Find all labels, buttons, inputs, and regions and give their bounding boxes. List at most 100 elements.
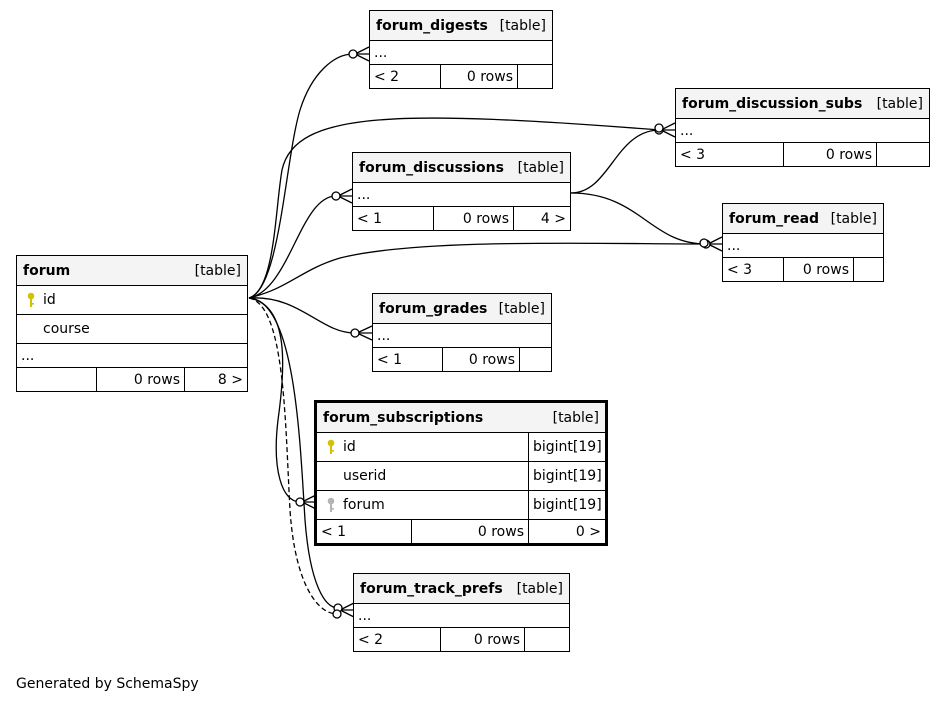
- more-indicator: ...: [357, 186, 371, 203]
- table-header: forum_grades [table]: [373, 294, 551, 323]
- column-type: bigint[19]: [528, 462, 605, 490]
- edge-forum-discussion-subs: [248, 117, 661, 299]
- table-stats: < 1 0 rows: [373, 347, 551, 371]
- table-stats: < 1 0 rows 4 >: [353, 206, 570, 230]
- column-name: forum: [343, 497, 385, 513]
- table-forum-grades[interactable]: forum_grades [table] ... < 1 0 rows: [372, 293, 552, 372]
- edge-forum-digests: [248, 53, 354, 299]
- table-type: [table]: [552, 409, 599, 426]
- table-name[interactable]: forum_grades: [379, 300, 488, 317]
- table-type: [table]: [499, 17, 546, 34]
- table-forum[interactable]: forum [table] id course ... 0 rows 8 >: [16, 255, 248, 392]
- row-count: 0 rows: [440, 65, 517, 88]
- table-name[interactable]: forum_read: [729, 210, 820, 227]
- more-columns: ...: [676, 118, 929, 142]
- table-header: forum_track_prefs [table]: [354, 574, 569, 603]
- table-name[interactable]: forum_digests: [376, 17, 488, 34]
- more-indicator: ...: [374, 44, 388, 61]
- parents-count[interactable]: < 3: [727, 261, 753, 278]
- row-count: 0 rows: [433, 207, 513, 230]
- children-count[interactable]: [519, 348, 551, 371]
- more-columns: ...: [370, 40, 552, 64]
- parents-count[interactable]: < 2: [358, 631, 384, 648]
- table-type: [table]: [194, 262, 241, 279]
- edge-forum-read: [248, 242, 707, 299]
- edge-discussions-discussion-subs: [570, 129, 661, 194]
- table-stats: < 3 0 rows: [676, 142, 929, 166]
- parents-count[interactable]: < 1: [357, 210, 383, 227]
- table-header: forum [table]: [17, 256, 247, 285]
- table-type: [table]: [876, 95, 923, 112]
- column-row[interactable]: course: [17, 314, 247, 343]
- more-columns: ...: [354, 603, 569, 627]
- column-name: id: [43, 292, 56, 308]
- children-count[interactable]: [853, 258, 883, 281]
- children-count[interactable]: 4 >: [513, 207, 570, 230]
- table-header: forum_discussion_subs [table]: [676, 89, 929, 118]
- row-count: 0 rows: [96, 368, 184, 391]
- table-stats: < 2 0 rows: [354, 627, 569, 651]
- table-stats: < 2 0 rows: [370, 64, 552, 88]
- parents-count[interactable]: < 3: [680, 146, 706, 163]
- table-header: forum_subscriptions [table]: [317, 403, 605, 432]
- table-header: forum_read [table]: [723, 204, 883, 233]
- edge-forum-track-prefs-dashed: [248, 297, 338, 615]
- table-type: [table]: [517, 159, 564, 176]
- parents-count[interactable]: < 2: [374, 68, 400, 85]
- table-name[interactable]: forum_discussions: [359, 159, 504, 176]
- table-header: forum_digests [table]: [370, 11, 552, 40]
- more-indicator: ...: [680, 122, 694, 139]
- children-count[interactable]: 8 >: [184, 368, 247, 391]
- parents-count[interactable]: [17, 368, 96, 391]
- edge-forum-discussions: [248, 195, 337, 299]
- table-name[interactable]: forum_subscriptions: [323, 409, 484, 426]
- parents-count[interactable]: < 1: [377, 351, 403, 368]
- foreign-key-icon: [327, 497, 335, 512]
- more-columns: ...: [17, 343, 247, 367]
- column-name: userid: [343, 468, 387, 484]
- row-count: 0 rows: [783, 143, 876, 166]
- row-count: 0 rows: [783, 258, 853, 281]
- column-type: bigint[19]: [528, 433, 605, 461]
- more-columns: ...: [373, 323, 551, 347]
- table-stats: 0 rows 8 >: [17, 367, 247, 391]
- generated-by-footer[interactable]: Generated by SchemaSpy: [16, 676, 199, 692]
- parents-count[interactable]: < 1: [321, 523, 347, 540]
- table-type: [table]: [498, 300, 545, 317]
- more-columns: ...: [723, 233, 883, 257]
- row-count: 0 rows: [442, 348, 519, 371]
- table-header: forum_discussions [table]: [353, 153, 570, 182]
- edge-discussions-read: [570, 192, 707, 245]
- children-count[interactable]: [524, 628, 569, 651]
- table-stats: < 3 0 rows: [723, 257, 883, 281]
- more-indicator: ...: [377, 327, 391, 344]
- table-forum-subscriptions[interactable]: forum_subscriptions [table] id bigint[19…: [314, 400, 608, 546]
- column-row[interactable]: forum bigint[19]: [317, 490, 605, 519]
- column-row[interactable]: id: [17, 285, 247, 314]
- children-count[interactable]: 0 >: [528, 520, 605, 543]
- row-count: 0 rows: [440, 628, 524, 651]
- more-indicator: ...: [21, 347, 35, 364]
- more-indicator: ...: [727, 237, 741, 254]
- column-type: bigint[19]: [528, 491, 605, 519]
- table-forum-read[interactable]: forum_read [table] ... < 3 0 rows: [722, 203, 884, 282]
- table-forum-track-prefs[interactable]: forum_track_prefs [table] ... < 2 0 rows: [353, 573, 570, 652]
- table-forum-discussion-subs[interactable]: forum_discussion_subs [table] ... < 3 0 …: [675, 88, 930, 167]
- children-count[interactable]: [517, 65, 552, 88]
- children-count[interactable]: [876, 143, 929, 166]
- table-forum-discussions[interactable]: forum_discussions [table] ... < 1 0 rows…: [352, 152, 571, 231]
- table-type: [table]: [830, 210, 877, 227]
- table-type: [table]: [516, 580, 563, 597]
- table-name[interactable]: forum_track_prefs: [360, 580, 503, 597]
- column-name: course: [43, 321, 90, 337]
- more-indicator: ...: [358, 607, 372, 624]
- edge-forum-grades: [248, 297, 356, 334]
- column-row[interactable]: userid bigint[19]: [317, 461, 605, 490]
- table-name[interactable]: forum: [23, 262, 71, 279]
- table-stats: < 1 0 rows 0 >: [317, 519, 605, 543]
- table-forum-digests[interactable]: forum_digests [table] ... < 2 0 rows: [369, 10, 553, 89]
- column-row[interactable]: id bigint[19]: [317, 432, 605, 461]
- table-name[interactable]: forum_discussion_subs: [682, 95, 863, 112]
- column-name: id: [343, 439, 356, 455]
